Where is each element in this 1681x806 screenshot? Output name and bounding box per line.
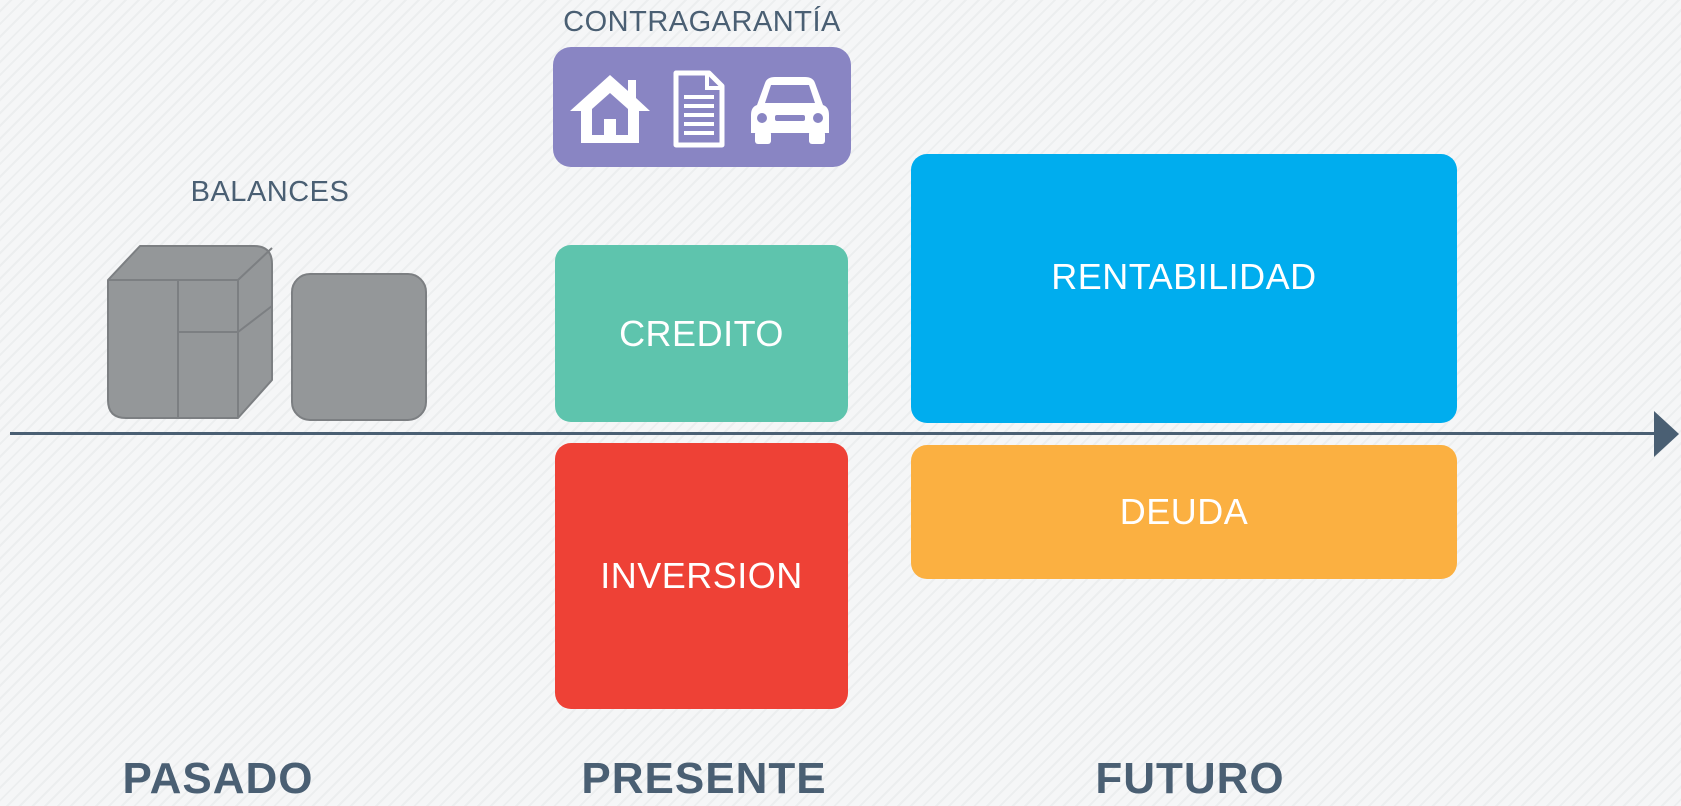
rentabilidad-box: RENTABILIDAD: [911, 154, 1457, 423]
credito-label: CREDITO: [619, 312, 784, 354]
car-icon: [751, 77, 829, 144]
futuro-label: FUTURO: [1095, 754, 1285, 803]
axis-arrow-icon: [1654, 411, 1679, 457]
deuda-box: DEUDA: [911, 445, 1457, 579]
balance-cube-icon: [107, 245, 273, 419]
document-icon: [673, 70, 725, 148]
balance-block-icon: [291, 273, 427, 421]
deuda-label: DEUDA: [1119, 491, 1249, 532]
inversion-box: INVERSION: [555, 443, 848, 709]
balances-label: BALANCES: [190, 176, 350, 208]
rentabilidad-label: RENTABILIDAD: [1051, 255, 1317, 297]
presente-label: PRESENTE: [581, 754, 827, 803]
credito-box: CREDITO: [555, 245, 848, 422]
timeline-axis: [10, 432, 1662, 435]
collateral-box: [553, 47, 851, 167]
house-icon: [570, 75, 650, 143]
inversion-label: INVERSION: [600, 555, 803, 596]
pasado-label: PASADO: [122, 754, 314, 803]
contragarantia-label: CONTRAGARANTÍA: [563, 6, 841, 38]
